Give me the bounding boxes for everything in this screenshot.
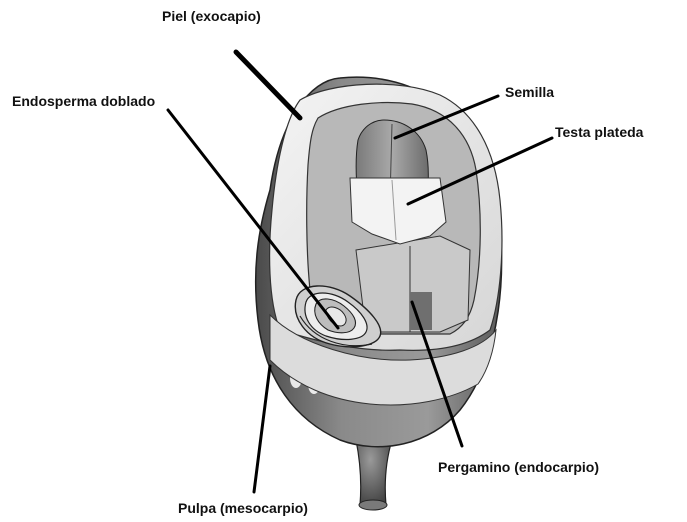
skin-label: Piel (exocapio) <box>162 8 261 24</box>
seed-label: Semilla <box>505 84 554 100</box>
skin-leader-line <box>236 52 300 118</box>
pulp-label: Pulpa (mesocarpio) <box>178 500 308 516</box>
endosperm-label: Endosperma doblado <box>12 93 155 109</box>
silverskin-label: Testa plateda <box>555 124 643 140</box>
parchment-label: Pergamino (endocarpio) <box>438 459 599 475</box>
stem-shape <box>356 440 392 510</box>
pulp-leader-line <box>254 366 270 492</box>
